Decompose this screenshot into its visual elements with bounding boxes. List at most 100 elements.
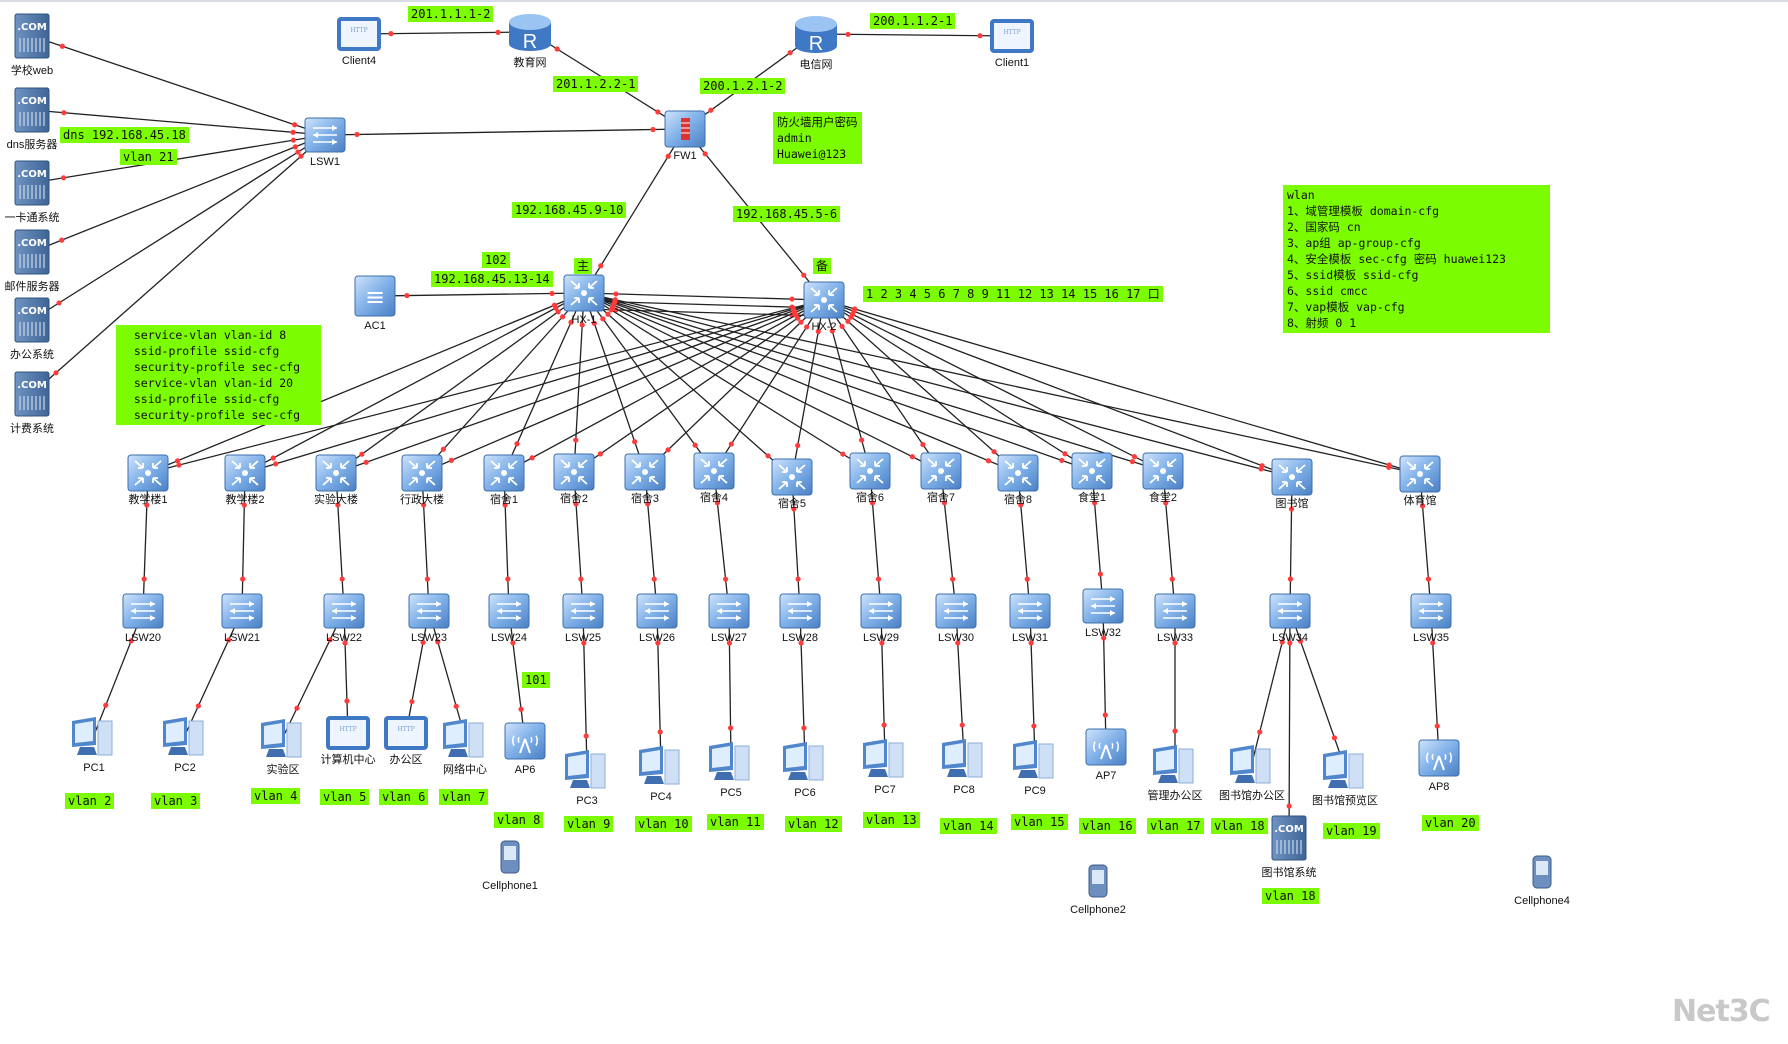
device-switch-a24[interactable]: LSW24 <box>488 593 530 644</box>
device-pc-nc[interactable]: 网络中心 <box>443 719 487 776</box>
device-ac-ac1[interactable]: ≡AC1 <box>354 275 396 332</box>
annotation-v20[interactable]: vlan 20 <box>1422 815 1479 831</box>
device-switch-a33[interactable]: LSW33 <box>1154 593 1196 644</box>
device-switch-a30[interactable]: LSW30 <box>935 593 977 644</box>
annotation-n_tel_fw[interactable]: 200.1.2.1-2 <box>700 78 786 94</box>
device-core-d6[interactable]: 宿舍2 <box>553 453 595 505</box>
device-core-d1[interactable]: 教学楼1 <box>127 454 169 506</box>
device-switch-a35[interactable]: LSW35 <box>1410 593 1452 644</box>
device-switch-a31[interactable]: LSW31 <box>1009 593 1051 644</box>
link-hx1-d3[interactable] <box>335 292 585 474</box>
link-a32-ap7[interactable] <box>1101 605 1108 748</box>
link-a25-pc3[interactable] <box>581 610 589 769</box>
annotation-n_backup[interactable]: 备 <box>813 258 832 274</box>
link-d10-a29[interactable] <box>869 470 882 612</box>
device-pc-pc7[interactable]: PC7 <box>863 739 904 796</box>
link-hx1-d2[interactable] <box>244 292 585 474</box>
link-a34-liboff[interactable] <box>1251 610 1291 764</box>
device-ap-ap8[interactable]: AP8 <box>1418 739 1460 793</box>
link-ac1-hx1[interactable] <box>374 290 585 299</box>
link-hx1-d14[interactable] <box>583 292 1164 472</box>
link-d11-a30[interactable] <box>940 470 957 612</box>
annotation-v16[interactable]: vlan 16 <box>1079 818 1136 834</box>
device-phone-cell4[interactable]: Cellphone4 <box>1514 855 1570 907</box>
link-srv_card-lsw1[interactable] <box>31 134 326 184</box>
device-firewall-fw1[interactable]: FW1 <box>664 110 706 162</box>
link-d15-a34[interactable] <box>1287 476 1295 612</box>
link-d16-a35[interactable] <box>1419 473 1432 612</box>
link-hx2-d7[interactable] <box>644 299 825 473</box>
device-ap-ap6[interactable]: AP6 <box>504 722 546 776</box>
device-core-d2[interactable]: 教学楼2 <box>224 454 266 506</box>
link-hx1-d1[interactable] <box>147 292 585 474</box>
link-hx2-d11[interactable] <box>823 299 942 472</box>
annotation-v3[interactable]: vlan 3 <box>151 793 201 809</box>
device-switch-a29[interactable]: LSW29 <box>860 593 902 644</box>
link-d8-a27[interactable] <box>713 470 730 612</box>
device-switch-a32[interactable]: LSW32 <box>1082 588 1124 639</box>
link-d13-a32[interactable] <box>1091 470 1104 607</box>
device-core-d9[interactable]: 宿舍5 <box>771 458 813 510</box>
device-switch-a28[interactable]: LSW28 <box>779 593 821 644</box>
device-switch-a26[interactable]: LSW26 <box>636 593 678 644</box>
link-d9-a28[interactable] <box>791 476 801 612</box>
link-hx1-d11[interactable] <box>583 292 942 472</box>
link-hx1-d7[interactable] <box>583 292 646 473</box>
annotation-n_101[interactable]: 101 <box>522 672 550 688</box>
annotation-v11[interactable]: vlan 11 <box>707 814 764 830</box>
annotation-n_master[interactable]: 主 <box>574 258 593 274</box>
device-pc-libread[interactable]: 图书馆预览区 <box>1312 750 1378 807</box>
link-a31-pc9[interactable] <box>1028 610 1037 759</box>
link-hx1-d10[interactable] <box>583 292 871 472</box>
link-hx2-d12[interactable] <box>823 299 1019 474</box>
link-srv_mail-lsw1[interactable] <box>31 134 326 253</box>
annotation-v18b[interactable]: vlan 18 <box>1262 888 1319 904</box>
annotation-v9[interactable]: vlan 9 <box>564 816 614 832</box>
device-core-d5[interactable]: 宿舍1 <box>483 454 525 506</box>
device-ap-ap7[interactable]: AP7 <box>1085 728 1127 782</box>
link-d7-a26[interactable] <box>644 471 658 612</box>
link-r_tel-client1[interactable] <box>815 31 1013 39</box>
device-core-hx2[interactable]: HX-2 <box>803 281 845 333</box>
annotation-v18[interactable]: vlan 18 <box>1211 818 1268 834</box>
link-d3-a22[interactable] <box>335 472 345 612</box>
device-pc-lab[interactable]: 实验区 <box>261 719 302 776</box>
device-core-d10[interactable]: 宿舍6 <box>849 452 891 504</box>
link-srv_web-lsw1[interactable] <box>31 35 326 136</box>
link-a34-libsys[interactable] <box>1286 610 1293 839</box>
link-a24-ap6[interactable] <box>508 610 526 742</box>
link-a34-libread[interactable] <box>1289 610 1346 769</box>
link-a30-pc8[interactable] <box>955 610 965 758</box>
device-core-d16[interactable]: 体育馆 <box>1399 455 1441 507</box>
link-hx2-d13[interactable] <box>823 299 1093 472</box>
annotation-n_service[interactable]: service-vlan vlan-id 8 ssid-profile ssid… <box>116 325 321 425</box>
link-client4-r_edu[interactable] <box>358 29 531 37</box>
annotation-n_edu_fw[interactable]: 201.1.2.2-1 <box>553 76 639 92</box>
device-switch-a27[interactable]: LSW27 <box>708 593 750 644</box>
link-d5-a24[interactable] <box>502 472 511 612</box>
annotation-n_fw_hx2[interactable]: 192.168.45.5-6 <box>733 206 841 222</box>
link-hx1-d4[interactable] <box>421 292 585 474</box>
device-pc-mgmt[interactable]: 管理办公区 <box>1148 745 1203 802</box>
link-hx2-d10[interactable] <box>823 299 871 472</box>
link-d2-a21[interactable] <box>240 472 247 612</box>
device-switch-a20[interactable]: LSW20 <box>122 593 164 644</box>
link-a21-pc2[interactable] <box>184 610 243 736</box>
device-switch-lsw1[interactable]: LSW1 <box>304 117 346 168</box>
link-srv_dns-lsw1[interactable] <box>31 109 326 136</box>
link-lsw1-fw1[interactable] <box>324 126 686 138</box>
link-a29-pc7[interactable] <box>879 610 887 758</box>
device-core-d7[interactable]: 宿舍3 <box>624 453 666 505</box>
annotation-n_fw_hx1[interactable]: 192.168.45.9-10 <box>512 202 627 218</box>
link-hx2-d6[interactable] <box>573 299 825 473</box>
link-fw1-hx1[interactable] <box>583 128 686 294</box>
annotation-v12[interactable]: vlan 12 <box>785 816 842 832</box>
link-a23-nc[interactable] <box>428 610 466 738</box>
device-pc-pc6[interactable]: PC6 <box>783 742 824 799</box>
